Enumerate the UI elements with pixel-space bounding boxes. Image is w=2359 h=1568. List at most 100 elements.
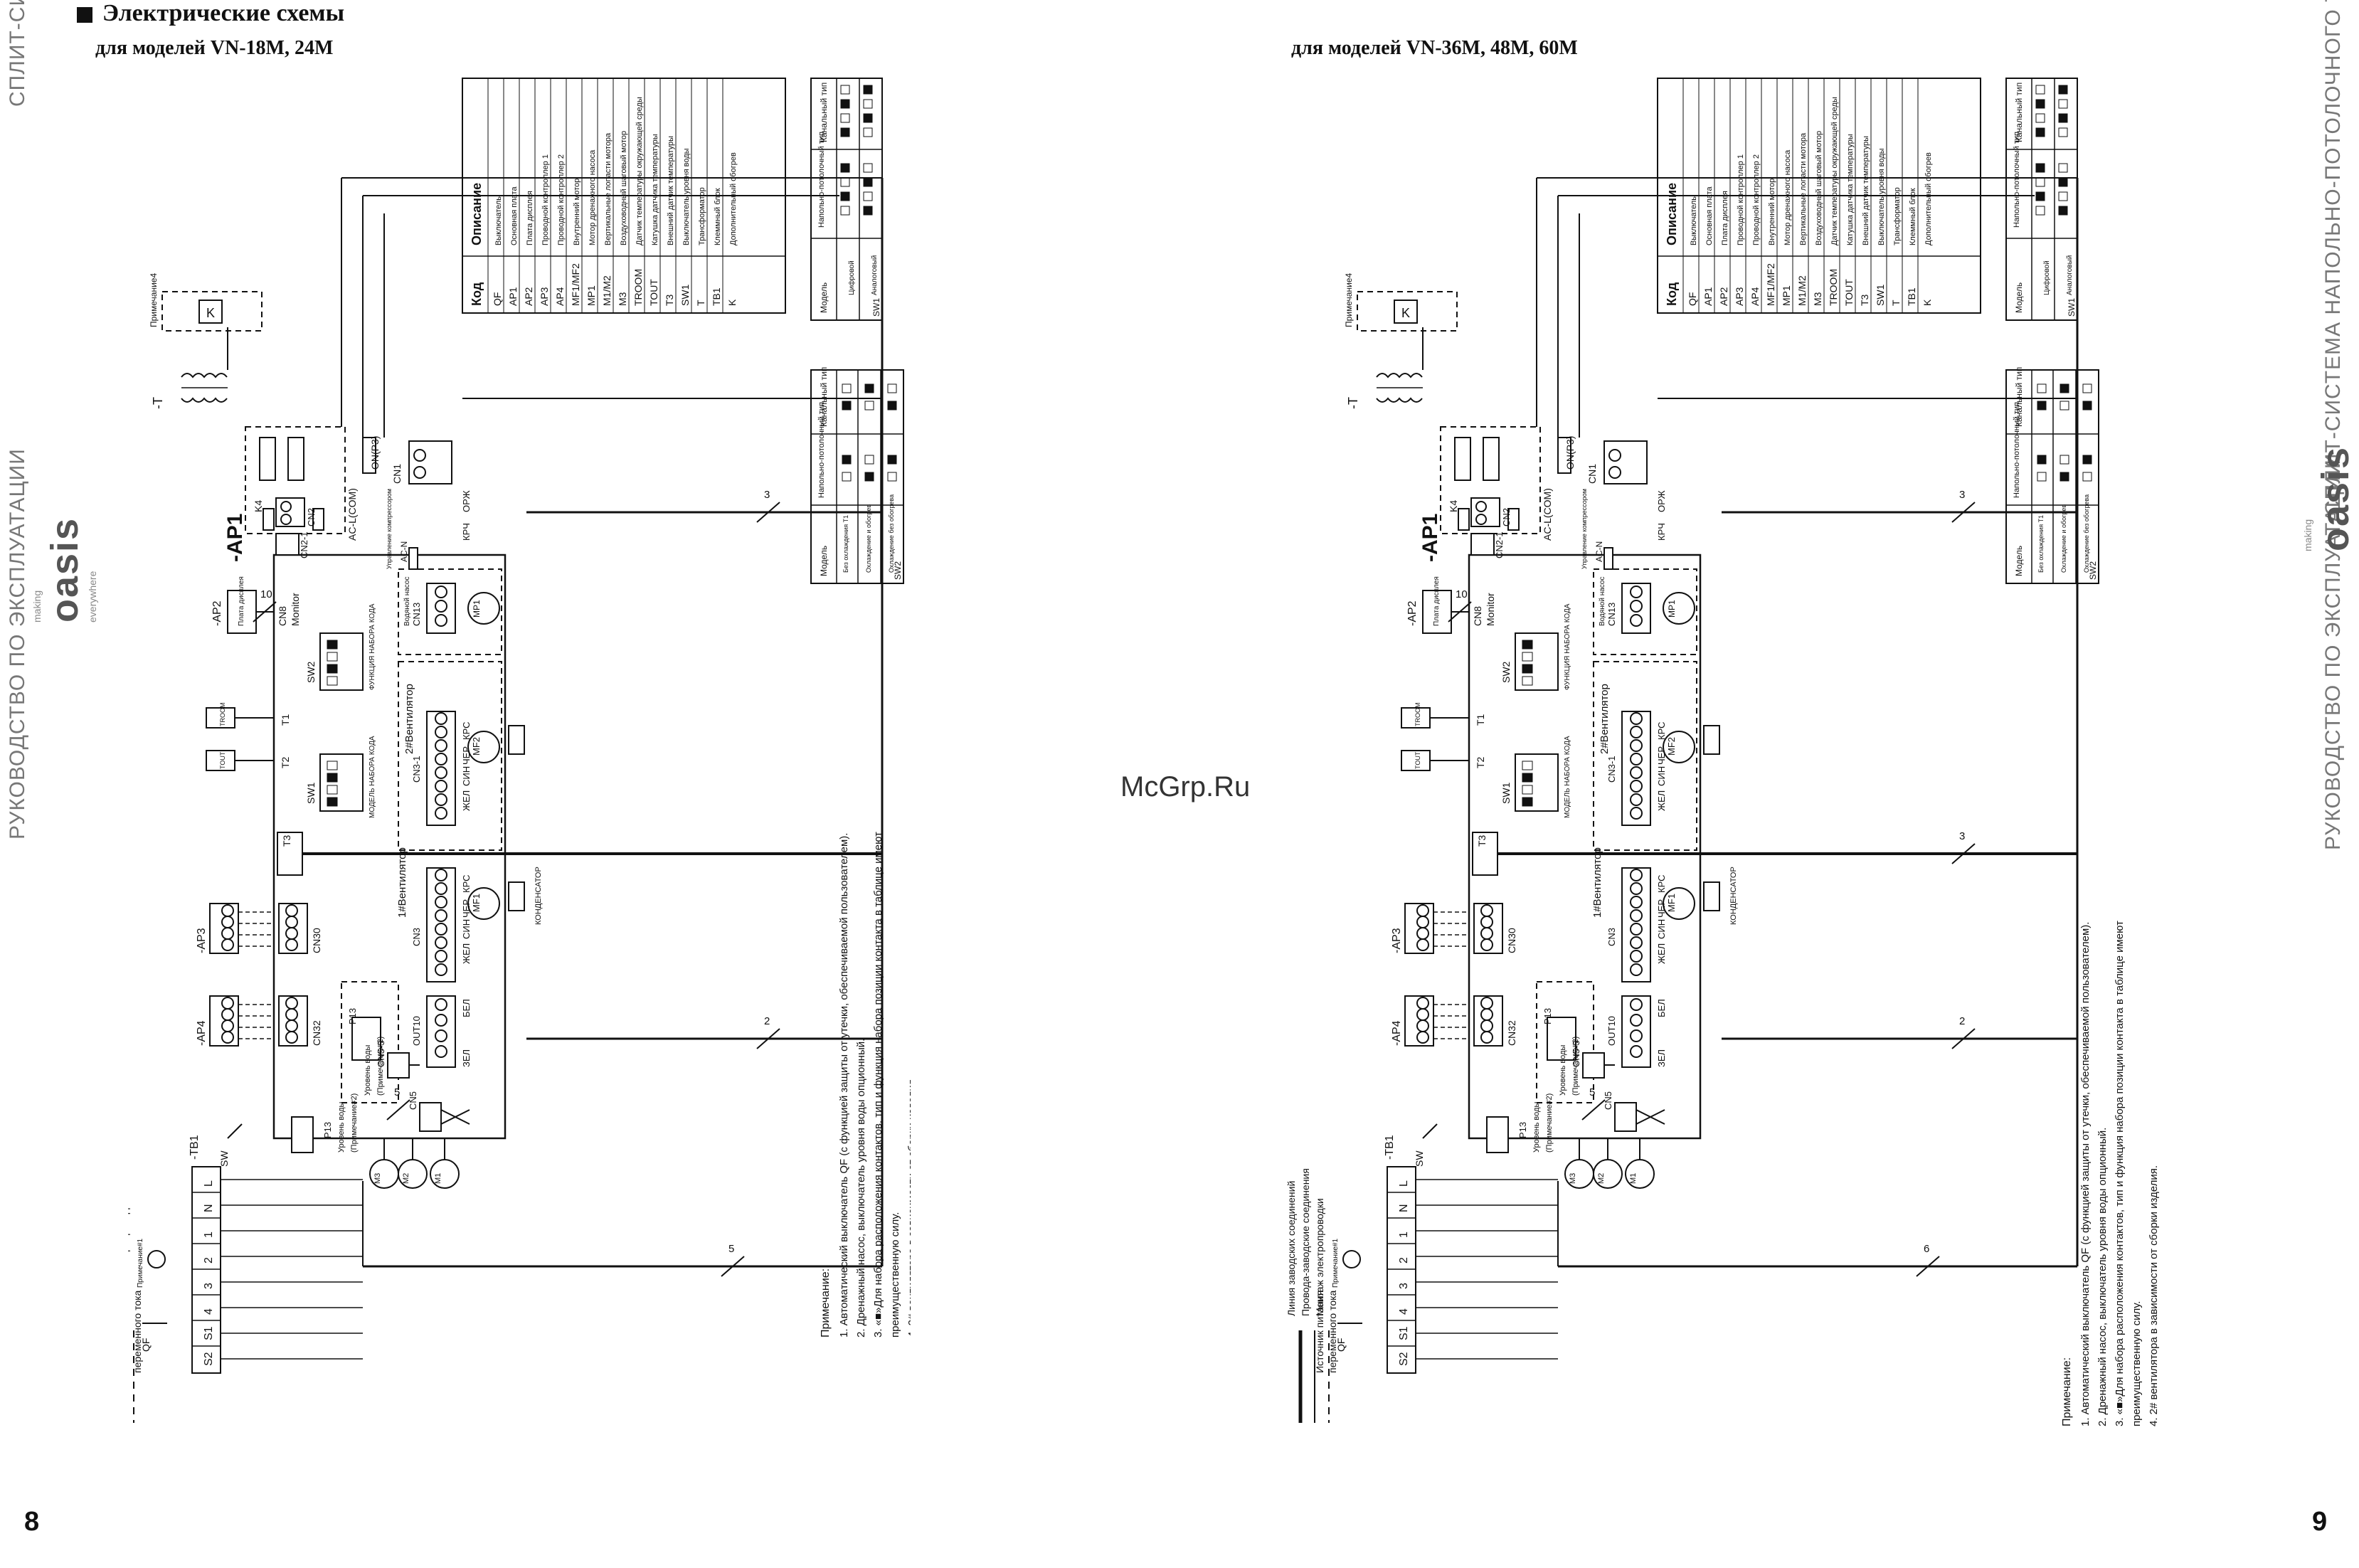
legend-desc: Трансформатор	[698, 187, 706, 245]
cn3-pin	[1630, 963, 1643, 976]
cn30-pin	[285, 938, 298, 951]
out10-pin	[435, 1029, 447, 1042]
cn30-pin	[1480, 927, 1493, 940]
dip-switch-icon	[327, 761, 338, 770]
legend-code: AP2	[1718, 287, 1729, 306]
cn5-label: CN5	[408, 1091, 418, 1110]
cn31-pin	[1630, 766, 1643, 779]
cn21-label: CN2-1	[1494, 531, 1505, 558]
dip-switch-icon	[840, 85, 850, 95]
dip-switch-icon	[327, 652, 338, 662]
t3-label: T3	[281, 835, 292, 847]
capacitor-icon	[1703, 725, 1720, 755]
ap3-label: -AP3	[1391, 928, 1403, 953]
cn21-label: CN2-1	[299, 531, 309, 558]
sw2-row: Без охлаждения T1	[842, 515, 849, 573]
cn2-label: CN2	[306, 508, 317, 526]
acn-label: AC-N	[399, 541, 409, 562]
stepper-motor-label: M3	[373, 1173, 382, 1184]
dip-switch-icon	[327, 773, 338, 783]
relay-contact	[263, 508, 275, 531]
stepper-motor-label: M3	[1569, 1173, 1577, 1184]
left-side-text-2: СПЛИТ-СИСТЕМА НАПОЛЬНО-ПОТОЛОЧНОГО ТИПА	[6, 0, 30, 107]
legend-desc: Датчик температуры окружающей среды	[635, 97, 644, 245]
cn21-connector	[1470, 533, 1495, 556]
dip-switch-icon	[2058, 113, 2068, 123]
terminal-label: 3	[203, 1283, 215, 1289]
p13-external	[1486, 1116, 1509, 1153]
mf1-label: MF1	[1666, 894, 1677, 912]
dip-switch-icon	[2060, 401, 2069, 410]
legend-code: AP4	[1749, 287, 1761, 306]
note-item: 1. Автоматический выключатель QF (с функ…	[2079, 922, 2092, 1426]
cn30-pin	[285, 916, 298, 928]
cn31-pin	[1630, 753, 1643, 766]
dip-switch-icon	[2035, 163, 2045, 173]
terminal-label: S2	[203, 1352, 215, 1366]
cn13-label: CN13	[411, 603, 422, 626]
dip-switch-icon	[2058, 191, 2068, 201]
legend-desc: Внутренний мотор	[573, 179, 581, 245]
dip-switch-icon	[2082, 472, 2092, 482]
terminal-label: S1	[1398, 1326, 1410, 1340]
legend-code: AP3	[539, 287, 550, 306]
dip-switch-icon	[2035, 113, 2045, 123]
legend-code: M3	[1812, 292, 1823, 306]
out10-pin	[1630, 1029, 1643, 1042]
legend-code: AP2	[523, 287, 534, 306]
cn1-connector	[1603, 440, 1648, 484]
ap2-sub-label: Плата дисплея	[238, 576, 245, 626]
acl-label: AC-L(COM)	[1542, 488, 1553, 541]
legend-code: SW1	[1875, 284, 1886, 306]
legend-line-label: Монтаж электропроводки	[128, 1198, 130, 1316]
power-source-label-2: переменного тока	[132, 1290, 143, 1373]
cn31-pin	[435, 766, 447, 779]
dip-switch-icon	[887, 383, 897, 393]
t3-sensor	[1472, 832, 1498, 876]
legend-code: TROOM	[1828, 269, 1839, 306]
wire-count-slash	[1581, 1099, 1606, 1121]
out10-pin	[435, 1014, 447, 1027]
notes-title: Примечание:	[820, 1268, 832, 1337]
ap2-label: -AP2	[211, 600, 223, 626]
cn30-pin	[1480, 904, 1493, 917]
cn53-connector	[387, 1052, 410, 1079]
legend-code: K	[726, 299, 738, 306]
note1-label: Примечание#1	[137, 1239, 144, 1288]
fan-motor-mf1-icon	[467, 887, 500, 920]
legend-desc: Клеммный блок	[1909, 188, 1917, 245]
legend-header-code: Код	[470, 282, 484, 306]
legend-code: T	[695, 300, 706, 306]
legend-desc: Внутренний мотор	[1768, 179, 1776, 245]
dip-switch-icon	[842, 383, 852, 393]
ap3-pin	[221, 927, 234, 940]
legend-desc: Катушка датчика температуры	[651, 134, 659, 245]
note-item: преимущественную силу.	[2131, 1301, 2143, 1426]
wire-count-slash	[721, 1256, 745, 1277]
legend-code: MF1/MF2	[570, 263, 581, 306]
capacitor-label: КОНДЕНСАТОР	[1729, 867, 1738, 925]
cn31-pin	[435, 793, 447, 806]
ap4-pin	[1416, 1031, 1429, 1044]
cn53-connector	[1582, 1052, 1605, 1079]
terminal-label: 4	[203, 1308, 215, 1315]
legend-desc: Дополнительный обогрев	[729, 152, 738, 245]
cn2-pin	[1475, 501, 1487, 512]
wire-colour-label: ЧЕР	[1656, 899, 1667, 918]
dip-switch-icon	[2035, 191, 2045, 201]
ap3-pin	[1416, 904, 1429, 917]
legend-desc: Вертикальные лопасти мотора	[1799, 132, 1808, 245]
note-item: преимущественную силу.	[889, 1212, 901, 1337]
p13-float-switch	[1547, 1017, 1576, 1061]
out10-pin	[1630, 998, 1643, 1011]
dip-switch-icon	[327, 664, 338, 674]
dip-switch-icon	[327, 797, 338, 807]
power-source-label-2: переменного тока	[1327, 1290, 1338, 1373]
cn30-label: CN30	[311, 928, 322, 953]
compressor-label: Управление компрессором	[386, 489, 393, 569]
dip-switch-icon	[2082, 383, 2092, 393]
fan1-label: 1#Вентилятор	[396, 847, 408, 918]
mf1-label: MF1	[471, 894, 482, 912]
dip-switch-icon	[863, 177, 873, 187]
